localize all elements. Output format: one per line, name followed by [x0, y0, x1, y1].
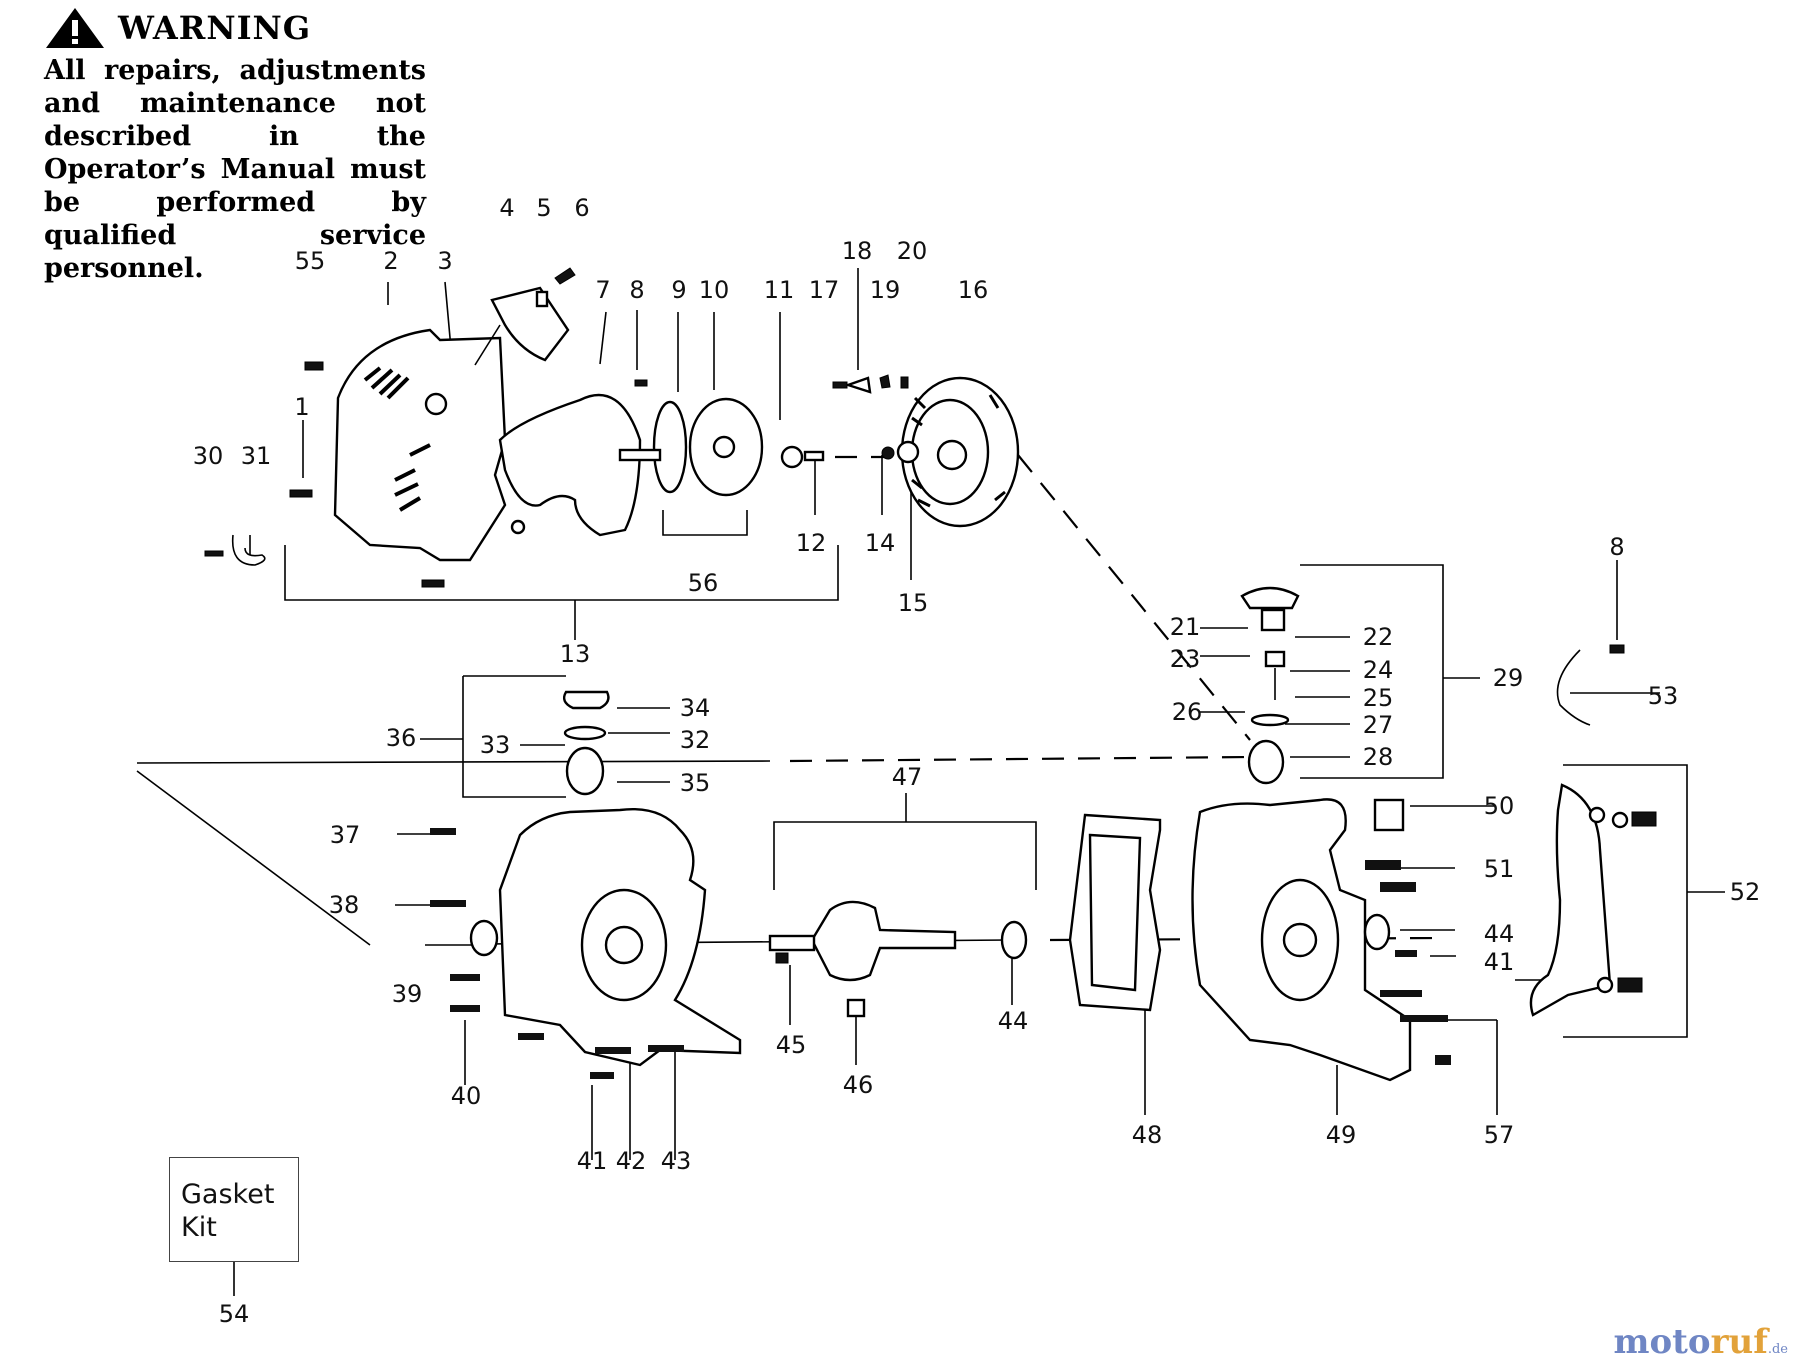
starter-handle	[474, 267, 576, 366]
callout-3: 3	[437, 247, 452, 275]
callout-8a: 8	[629, 276, 644, 304]
watermark-logo: motoruf.de	[1614, 1322, 1788, 1362]
watermark-suffix: .de	[1767, 1342, 1788, 1357]
gasket-kit-box: Gasket Kit	[169, 1157, 299, 1262]
watermark-main: moto	[1613, 1322, 1711, 1362]
callout-5: 5	[536, 194, 551, 222]
callout-25: 25	[1363, 684, 1394, 712]
callout-42: 42	[616, 1147, 647, 1175]
callout-41b: 41	[1484, 948, 1515, 976]
callout-44a: 44	[998, 1007, 1029, 1035]
callout-26: 26	[1172, 698, 1203, 726]
callout-47: 47	[892, 763, 923, 791]
gasket-kit-label-line2: Kit	[181, 1212, 217, 1243]
callout-53: 53	[1648, 682, 1679, 710]
callout-39: 39	[392, 980, 423, 1008]
callout-20: 20	[897, 237, 928, 265]
callout-18: 18	[842, 237, 873, 265]
callout-54: 54	[219, 1300, 250, 1328]
rewind-pulley-and-spring	[618, 397, 825, 497]
gasket-kit-label-line1: Gasket	[181, 1179, 275, 1210]
callout-40: 40	[451, 1082, 482, 1110]
warning-triangle-icon	[46, 8, 104, 48]
callout-21: 21	[1170, 613, 1201, 641]
callout-24: 24	[1363, 656, 1394, 684]
callout-numbers: 1 2 3 4 5 6 7 8 9 10 11 12 13 14 15 16 1…	[193, 194, 1761, 1328]
warning-text: All repairs, adjustments and maintenance…	[44, 55, 426, 284]
callout-13: 13	[560, 640, 591, 668]
callout-45: 45	[776, 1031, 807, 1059]
callout-6: 6	[574, 194, 589, 222]
callout-46: 46	[843, 1071, 874, 1099]
callout-28: 28	[1363, 743, 1394, 771]
callout-16: 16	[958, 276, 989, 304]
callout-44b: 44	[1484, 920, 1515, 948]
callout-12: 12	[796, 529, 827, 557]
callout-10: 10	[699, 276, 730, 304]
callout-34: 34	[680, 694, 711, 722]
callout-11: 11	[764, 276, 795, 304]
fuel-cap-right	[1240, 586, 1300, 785]
warning-heading: WARNING	[44, 6, 444, 50]
warning-title: WARNING	[118, 9, 312, 47]
callout-2: 2	[383, 247, 398, 275]
callout-7: 7	[595, 276, 610, 304]
callout-57: 57	[1484, 1121, 1515, 1149]
crankcase-left	[430, 808, 742, 1079]
callout-19: 19	[870, 276, 901, 304]
callout-52: 52	[1730, 878, 1761, 906]
callout-9: 9	[671, 276, 686, 304]
callout-41a: 41	[577, 1147, 608, 1175]
flywheel	[844, 374, 1020, 528]
callout-31: 31	[241, 442, 272, 470]
callout-56: 56	[688, 569, 719, 597]
callout-49: 49	[1326, 1121, 1357, 1149]
callout-27: 27	[1363, 711, 1394, 739]
crankshaft	[768, 900, 1028, 1018]
callout-17: 17	[809, 276, 840, 304]
callout-30: 30	[193, 442, 224, 470]
rear-handle	[1529, 783, 1657, 1017]
callout-38: 38	[329, 891, 360, 919]
callout-32: 32	[680, 726, 711, 754]
callout-29: 29	[1493, 664, 1524, 692]
callout-48: 48	[1132, 1121, 1163, 1149]
callout-50: 50	[1484, 792, 1515, 820]
callout-43: 43	[661, 1147, 692, 1175]
starter-housing-assembly	[333, 328, 642, 562]
callout-23: 23	[1170, 645, 1201, 673]
callout-15: 15	[898, 589, 929, 617]
callout-14: 14	[865, 529, 896, 557]
callout-8b: 8	[1609, 533, 1624, 561]
crankcase-right	[1191, 798, 1451, 1082]
callout-35: 35	[680, 769, 711, 797]
warning-notice: WARNING All repairs, adjustments and mai…	[44, 6, 444, 285]
callout-22: 22	[1363, 623, 1394, 651]
callout-37: 37	[330, 821, 361, 849]
callout-4: 4	[499, 194, 514, 222]
watermark-accent: ruf	[1710, 1322, 1768, 1362]
gasket-plate	[1068, 813, 1162, 1012]
callout-55: 55	[295, 247, 326, 275]
callout-36: 36	[386, 724, 417, 752]
oil-cap-left	[562, 690, 610, 796]
callout-51: 51	[1484, 855, 1515, 883]
callout-33: 33	[480, 731, 511, 759]
small-fasteners	[204, 361, 1625, 726]
callout-1: 1	[294, 393, 309, 421]
